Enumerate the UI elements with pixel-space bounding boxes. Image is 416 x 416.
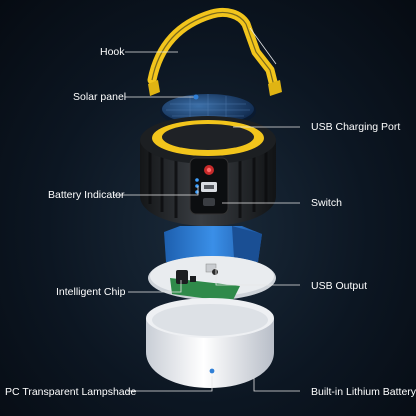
label-battery-indicator: Battery Indicator: [48, 189, 125, 201]
lantern-body-part: [140, 116, 276, 226]
label-lithium-battery: Built-in Lithium Battery: [311, 386, 416, 398]
label-hook: Hook: [100, 46, 125, 58]
hook-part: [147, 7, 282, 96]
label-usb-output: USB Output: [311, 280, 368, 292]
label-solar-panel: Solar panel: [73, 91, 127, 103]
label-switch: Switch: [311, 197, 342, 209]
label-intelligent-chip: Intelligent Chip: [56, 286, 126, 298]
battery-part: [164, 226, 262, 262]
label-usb-charging-port: USB Charging Port: [311, 121, 401, 133]
label-pc-lampshade: PC Transparent Lampshade: [5, 386, 137, 398]
circuit-board-part: [148, 256, 276, 302]
leader-lines: [114, 27, 300, 392]
lampshade-part: [146, 298, 274, 388]
